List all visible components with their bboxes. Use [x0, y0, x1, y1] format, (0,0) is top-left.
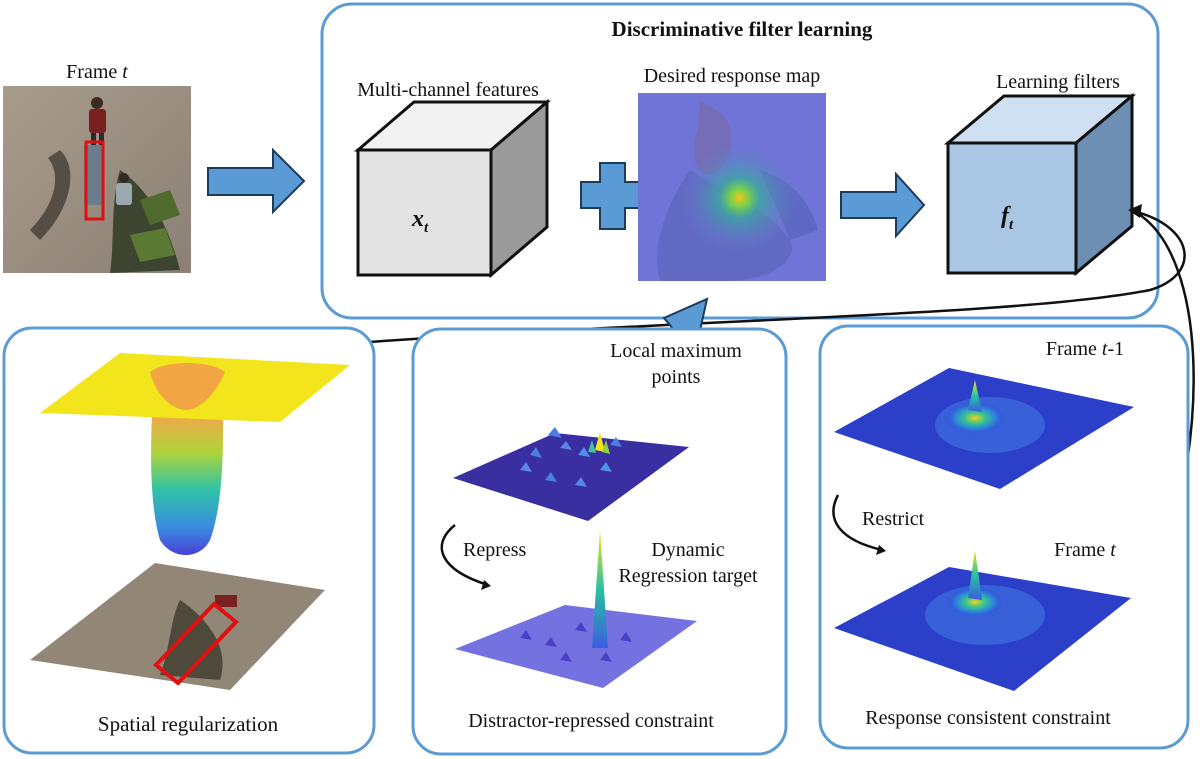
dynamic-label-line2: Regression target	[618, 565, 757, 587]
regression-target-surface	[455, 530, 697, 688]
frame-t-block: Frame t	[3, 61, 191, 273]
repress-arrow	[440, 524, 489, 587]
connector-arrowhead	[1128, 204, 1142, 218]
frame-to-learning-arrow	[207, 147, 306, 215]
frame-t-image	[3, 86, 191, 273]
frame-prev-label: Frame t-1	[1046, 338, 1124, 360]
filter-cube	[943, 92, 1137, 277]
response-caption: Response consistent constraint	[865, 707, 1111, 729]
response-to-filter-arrow	[840, 171, 926, 239]
x-t-symbol: xt	[411, 206, 429, 236]
panel-title: Discriminative filter learning	[612, 17, 873, 41]
distractor-caption: Distractor-repressed constraint	[468, 710, 714, 732]
spatial-caption: Spatial regularization	[98, 712, 279, 736]
dynamic-label-line1: Dynamic	[651, 539, 724, 561]
response-map-label: Desired response map	[644, 65, 821, 87]
target-bounding-box	[84, 140, 105, 221]
restrict-label: Restrict	[862, 508, 925, 530]
spatial-frame-image	[30, 563, 325, 690]
distractor-repressed-panel: Local maximum points Repress Dynamic Reg…	[411, 327, 788, 756]
response-consistent-panel: Frame t-1 Restrict Frame t Response cons…	[818, 324, 1190, 750]
multi-channel-label: Multi-channel features	[357, 79, 539, 101]
repress-arrowhead	[481, 580, 491, 590]
target-bounding-box	[153, 601, 239, 686]
restrict-arrow	[832, 494, 883, 552]
repress-label: Repress	[463, 539, 527, 561]
local-max-label-line1: Local maximum	[610, 340, 742, 362]
local-max-label-line2: points	[652, 366, 701, 388]
cur-response-surface	[834, 550, 1131, 691]
learning-filters-label: Learning filters	[996, 71, 1120, 93]
spatial-regularization-panel: Spatial regularization	[2, 326, 376, 755]
frame-t-label: Frame t	[66, 61, 128, 83]
spatial-weight-surface	[40, 353, 350, 555]
frame-cur-label: Frame t	[1054, 539, 1116, 561]
restrict-arrowhead	[876, 545, 886, 555]
prev-response-surface	[834, 368, 1134, 489]
discriminative-filter-learning-panel: Discriminative filter learning Multi-cha…	[320, 2, 1160, 320]
local-max-surface	[453, 427, 689, 521]
feature-cube	[353, 98, 552, 279]
f-t-symbol: ft	[1001, 203, 1014, 233]
desired-response-map	[638, 93, 826, 281]
